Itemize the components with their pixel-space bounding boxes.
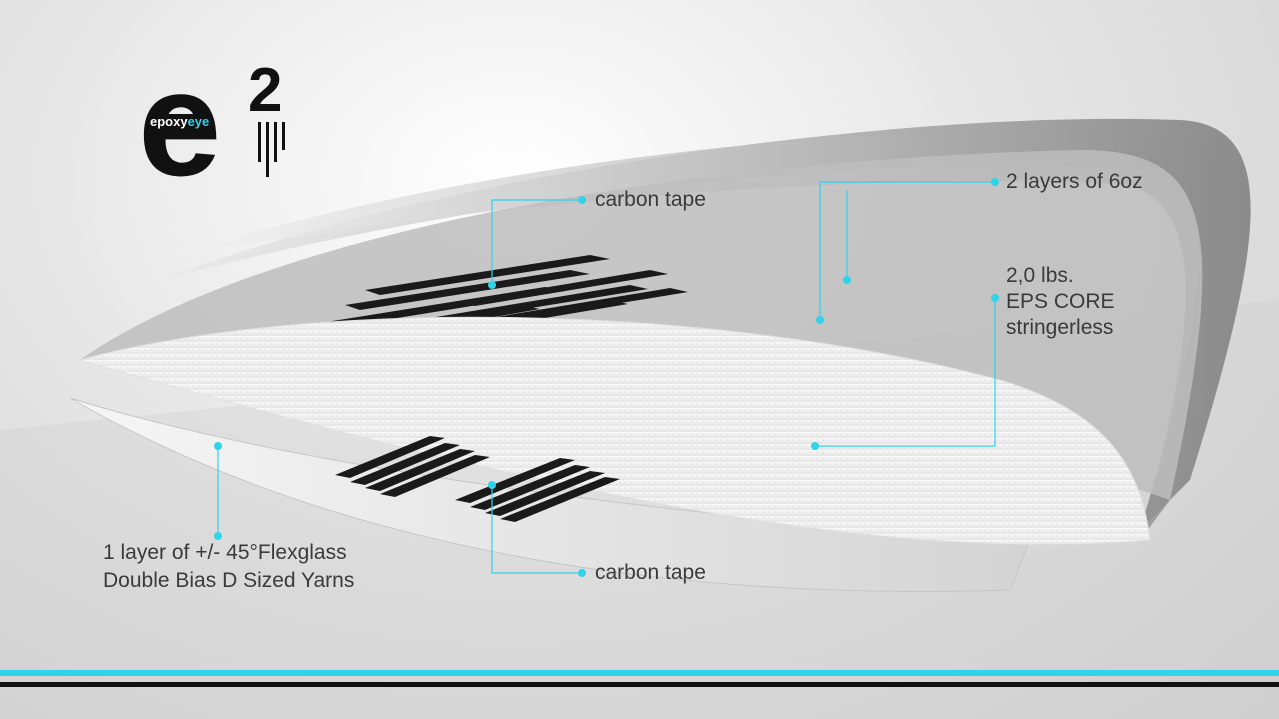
callout-carbon-tape-bottom: carbon tape xyxy=(595,561,706,584)
bottom-carbon-tape-stripes xyxy=(335,436,620,522)
callout-flexglass-line2: Double Bias D Sized Yarns xyxy=(103,569,355,592)
leader-dots xyxy=(214,178,999,577)
bottom-dark-stripe xyxy=(0,682,1279,687)
callout-flexglass-line1: 1 layer of +/- 45°Flexglass xyxy=(103,541,347,564)
logo-superscript: 2 xyxy=(248,56,283,125)
callout-core-type: EPS CORE xyxy=(1006,290,1115,313)
logo-word-part2: eye xyxy=(187,114,210,129)
bottom-accent-stripe xyxy=(0,670,1279,676)
callout-core-weight: 2,0 lbs. xyxy=(1006,264,1074,287)
eps-core xyxy=(78,316,1151,545)
callout-carbon-tape-top: carbon tape xyxy=(595,188,706,211)
epoxyeye-logo: e 2 epoxyeye xyxy=(138,48,298,198)
logo-wordmark: epoxyeye xyxy=(148,114,212,129)
callout-core-stringerless: stringerless xyxy=(1006,316,1114,339)
logo-word-part1: epoxy xyxy=(150,114,188,129)
leader-lines xyxy=(217,181,996,574)
callout-layers-6oz: 2 layers of 6oz xyxy=(1006,170,1143,193)
